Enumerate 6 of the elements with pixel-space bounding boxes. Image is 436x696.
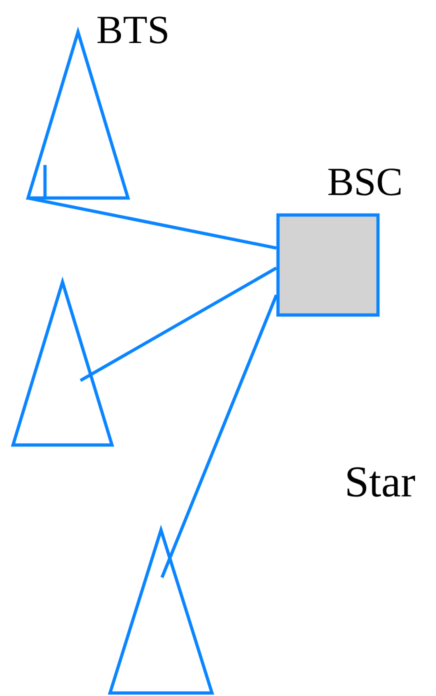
node-label: BTS	[97, 16, 168, 44]
connector-line	[160, 294, 278, 578]
topology-label: Star	[348, 467, 416, 497]
connector-line	[80, 266, 278, 382]
connector-line	[28, 196, 277, 250]
node-label: BSC	[328, 168, 401, 196]
